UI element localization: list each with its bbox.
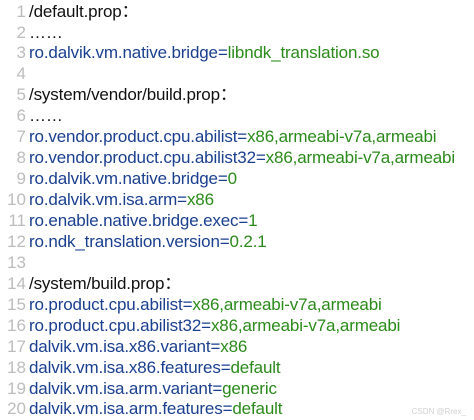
- property-key: dalvik.vm.isa.arm.features: [29, 399, 223, 418]
- line-number: 17: [7, 337, 26, 356]
- property-value: generic: [222, 379, 277, 398]
- property-value: 0.2.1: [229, 232, 267, 251]
- property: ro.dalvik.vm.native.bridge=0: [29, 167, 237, 190]
- line-number: 12: [7, 232, 26, 251]
- code-line: 8 ro.vendor.product.cpu.abilist32=x86,ar…: [0, 146, 474, 169]
- line-number: 2: [16, 23, 26, 42]
- equals-sign: =: [210, 337, 221, 356]
- line-number: 5: [16, 85, 26, 104]
- code-line: 14 /system/build.prop：: [0, 272, 474, 295]
- equals-sign: =: [222, 399, 233, 418]
- code-line: 10 ro.dalvik.vm.isa.arm=x86: [0, 188, 474, 211]
- watermark: CSDN @Rrex_: [411, 407, 466, 416]
- property-key: dalvik.vm.isa.x86.variant: [29, 337, 211, 356]
- property-value: 1: [248, 211, 258, 230]
- property-value: x86,armeabi-v7a,armeabi: [247, 127, 437, 146]
- property: dalvik.vm.isa.x86.variant=x86: [29, 335, 247, 358]
- property-key: ro.dalvik.vm.isa.arm: [29, 190, 178, 209]
- property-key: dalvik.vm.isa.x86.features: [29, 358, 221, 377]
- line-number: 8: [16, 148, 26, 167]
- line-number: 20: [7, 399, 26, 418]
- equals-sign: =: [238, 211, 249, 230]
- line-number: 3: [16, 43, 26, 62]
- line-text: /system/build.prop：: [29, 274, 182, 293]
- property: dalvik.vm.isa.arm.features=default: [29, 397, 282, 420]
- line-number: 7: [16, 127, 26, 146]
- line-number: 6: [16, 106, 26, 125]
- equals-sign: =: [237, 127, 248, 146]
- property: ro.product.cpu.abilist=x86,armeabi-v7a,a…: [29, 293, 382, 316]
- equals-sign: =: [212, 379, 223, 398]
- equals-sign: =: [217, 43, 228, 62]
- code-line: 19 dalvik.vm.isa.arm.variant=generic: [0, 377, 474, 400]
- line-text: ……: [29, 106, 63, 125]
- code-line: 6 ……: [0, 104, 474, 127]
- line-number: 9: [16, 169, 26, 188]
- code-line: 17 dalvik.vm.isa.x86.variant=x86: [0, 335, 474, 358]
- property-value: libndk_translation.so: [227, 43, 380, 62]
- property-key: ro.enable.native.bridge.exec: [29, 211, 239, 230]
- line-number: 4: [16, 64, 26, 83]
- property-value: x86,armeabi-v7a,armeabi: [210, 316, 401, 335]
- property-value: x86: [220, 337, 248, 356]
- code-line: 13: [0, 251, 474, 274]
- code-line: 11 ro.enable.native.bridge.exec=1: [0, 209, 474, 232]
- line-number: 1: [16, 2, 26, 21]
- code-line: 2 ……: [0, 21, 474, 44]
- code-line: 20 dalvik.vm.isa.arm.features=default: [0, 397, 474, 420]
- property-value: x86,armeabi-v7a,armeabi: [192, 295, 382, 314]
- property-value: x86,armeabi-v7a,armeabi: [265, 148, 455, 167]
- equals-sign: =: [177, 190, 187, 209]
- property-key: ro.vendor.product.cpu.abilist: [29, 127, 238, 146]
- line-number: 19: [7, 379, 26, 398]
- code-line: 1 /default.prop：: [0, 0, 474, 23]
- code-line: 9 ro.dalvik.vm.native.bridge=0: [0, 167, 474, 190]
- code-line: 12 ro.ndk_translation.version=0.2.1: [0, 230, 474, 253]
- property: ro.dalvik.vm.native.bridge=libndk_transl…: [29, 41, 380, 64]
- property: ro.enable.native.bridge.exec=1: [29, 209, 258, 232]
- property: ro.vendor.product.cpu.abilist32=x86,arme…: [29, 146, 455, 169]
- property-key: dalvik.vm.isa.arm.variant: [29, 379, 213, 398]
- equals-sign: =: [220, 358, 231, 377]
- code-line: 7 ro.vendor.product.cpu.abilist=x86,arme…: [0, 125, 474, 148]
- property: dalvik.vm.isa.arm.variant=generic: [29, 377, 277, 400]
- property-value: 0: [227, 169, 237, 188]
- equals-sign: =: [255, 148, 266, 167]
- property-value: x86: [186, 190, 214, 209]
- code-line: 16 ro.product.cpu.abilist32=x86,armeabi-…: [0, 314, 474, 337]
- property: ro.dalvik.vm.isa.arm=x86: [29, 188, 214, 211]
- property-key: ro.dalvik.vm.native.bridge: [29, 169, 218, 188]
- code-line: 4: [0, 62, 474, 85]
- property-key: ro.product.cpu.abilist: [29, 295, 183, 314]
- line-number: 16: [7, 316, 26, 335]
- line-number: 10: [7, 190, 26, 209]
- property-value: default: [230, 358, 281, 377]
- code-line: 18 dalvik.vm.isa.x86.features=default: [0, 356, 474, 379]
- line-number: 18: [7, 358, 26, 377]
- property-key: ro.product.cpu.abilist32: [29, 316, 202, 335]
- equals-sign: =: [201, 316, 211, 335]
- code-line: 5 /system/vendor/build.prop：: [0, 83, 474, 106]
- line-number: 11: [8, 211, 26, 230]
- property: ro.product.cpu.abilist32=x86,armeabi-v7a…: [29, 314, 400, 337]
- property-key: ro.dalvik.vm.native.bridge: [29, 43, 218, 62]
- line-number: 15: [7, 295, 26, 314]
- equals-sign: =: [182, 295, 193, 314]
- line-number: 14: [7, 274, 26, 293]
- line-number: 13: [7, 253, 26, 272]
- equals-sign: =: [217, 169, 228, 188]
- line-text: ……: [29, 23, 63, 42]
- property: ro.vendor.product.cpu.abilist=x86,armeab…: [29, 125, 437, 148]
- code-line: 15 ro.product.cpu.abilist=x86,armeabi-v7…: [0, 293, 474, 316]
- line-text: /system/vendor/build.prop：: [29, 85, 237, 104]
- property: dalvik.vm.isa.x86.features=default: [29, 356, 281, 379]
- property-key: ro.ndk_translation.version: [29, 232, 220, 251]
- code-line: 3 ro.dalvik.vm.native.bridge=libndk_tran…: [0, 41, 474, 64]
- property-key: ro.vendor.product.cpu.abilist32: [29, 148, 256, 167]
- line-text: /default.prop：: [29, 2, 139, 21]
- property: ro.ndk_translation.version=0.2.1: [29, 230, 267, 253]
- equals-sign: =: [219, 232, 230, 251]
- property-value: default: [232, 399, 283, 418]
